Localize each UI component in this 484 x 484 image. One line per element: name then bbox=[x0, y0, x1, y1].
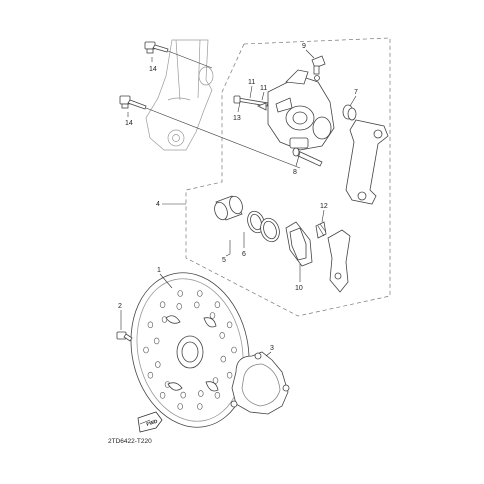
disc-vent-hole bbox=[198, 390, 204, 397]
caliper-assembly-outline bbox=[185, 37, 391, 317]
piston bbox=[214, 195, 243, 221]
callout-14-lower: 14 bbox=[125, 120, 133, 127]
disc-vent-hole bbox=[177, 403, 183, 410]
callout-5: 5 bbox=[222, 257, 226, 264]
fwd-label: FWD bbox=[146, 419, 159, 428]
disc-vent-hole bbox=[154, 337, 160, 345]
callout-4: 4 bbox=[156, 201, 160, 208]
caliper-bracket bbox=[345, 119, 389, 205]
callout-8: 8 bbox=[293, 169, 297, 176]
disc-vent-hole bbox=[194, 301, 200, 309]
slide-pin bbox=[292, 147, 323, 167]
caliper-body bbox=[267, 69, 335, 151]
disc-vent-hole bbox=[197, 403, 203, 410]
disc-vent-hole bbox=[177, 290, 183, 297]
brake-pads bbox=[285, 221, 351, 293]
pin-boot bbox=[342, 104, 357, 121]
callout-13: 13 bbox=[233, 115, 241, 122]
brake-disc bbox=[130, 272, 250, 428]
callout-leaders bbox=[120, 49, 357, 357]
caliper-pins bbox=[233, 95, 269, 111]
disc-vent-hole bbox=[147, 371, 154, 379]
pad-spring bbox=[315, 221, 327, 239]
disc-vent-hole bbox=[231, 346, 237, 354]
disc-vent-hole bbox=[214, 391, 221, 399]
callout-6: 6 bbox=[242, 251, 246, 258]
disc-vent-hole bbox=[180, 391, 186, 399]
callout-9: 9 bbox=[302, 43, 306, 50]
bleed-screw bbox=[311, 55, 326, 81]
callout-2: 2 bbox=[118, 303, 122, 310]
disc-vent-hole bbox=[155, 361, 161, 368]
diagram-code: 2TD6422-T220 bbox=[108, 438, 152, 445]
disc-vent-hole bbox=[226, 371, 233, 379]
disc-vent-hole bbox=[214, 301, 221, 309]
disc-vent-hole bbox=[197, 290, 203, 297]
bolt-14-upper bbox=[144, 41, 169, 54]
callout-12: 12 bbox=[320, 203, 328, 210]
callout-14-upper: 14 bbox=[149, 66, 157, 73]
disc-gasket bbox=[230, 351, 290, 415]
disc-vent-hole bbox=[147, 321, 154, 329]
callout-7: 7 bbox=[354, 89, 358, 96]
disc-vent-hole bbox=[159, 391, 166, 399]
callout-11a: 11 bbox=[248, 79, 255, 86]
disc-vent-hole bbox=[212, 377, 219, 384]
disc-vent-hole bbox=[143, 346, 149, 354]
leader-line bbox=[145, 107, 301, 169]
disc-vent-hole bbox=[226, 321, 233, 329]
fork-leg bbox=[145, 39, 214, 151]
disc-vent-hole bbox=[209, 312, 216, 319]
bolt-14-lower bbox=[119, 95, 147, 110]
disc-vent-hole bbox=[176, 303, 182, 310]
disc-bolt bbox=[116, 331, 133, 342]
disc-vent-hole bbox=[159, 301, 166, 309]
callout-1: 1 bbox=[157, 267, 161, 274]
piston-seals bbox=[247, 210, 280, 243]
callout-10: 10 bbox=[295, 285, 303, 292]
disc-vent-hole bbox=[219, 332, 225, 339]
disc-vent-hole bbox=[220, 355, 227, 363]
callout-11b: 11 bbox=[260, 85, 267, 92]
fwd-arrow-icon: FWD bbox=[137, 411, 163, 433]
leader-line bbox=[167, 50, 213, 69]
callout-3: 3 bbox=[270, 345, 274, 352]
